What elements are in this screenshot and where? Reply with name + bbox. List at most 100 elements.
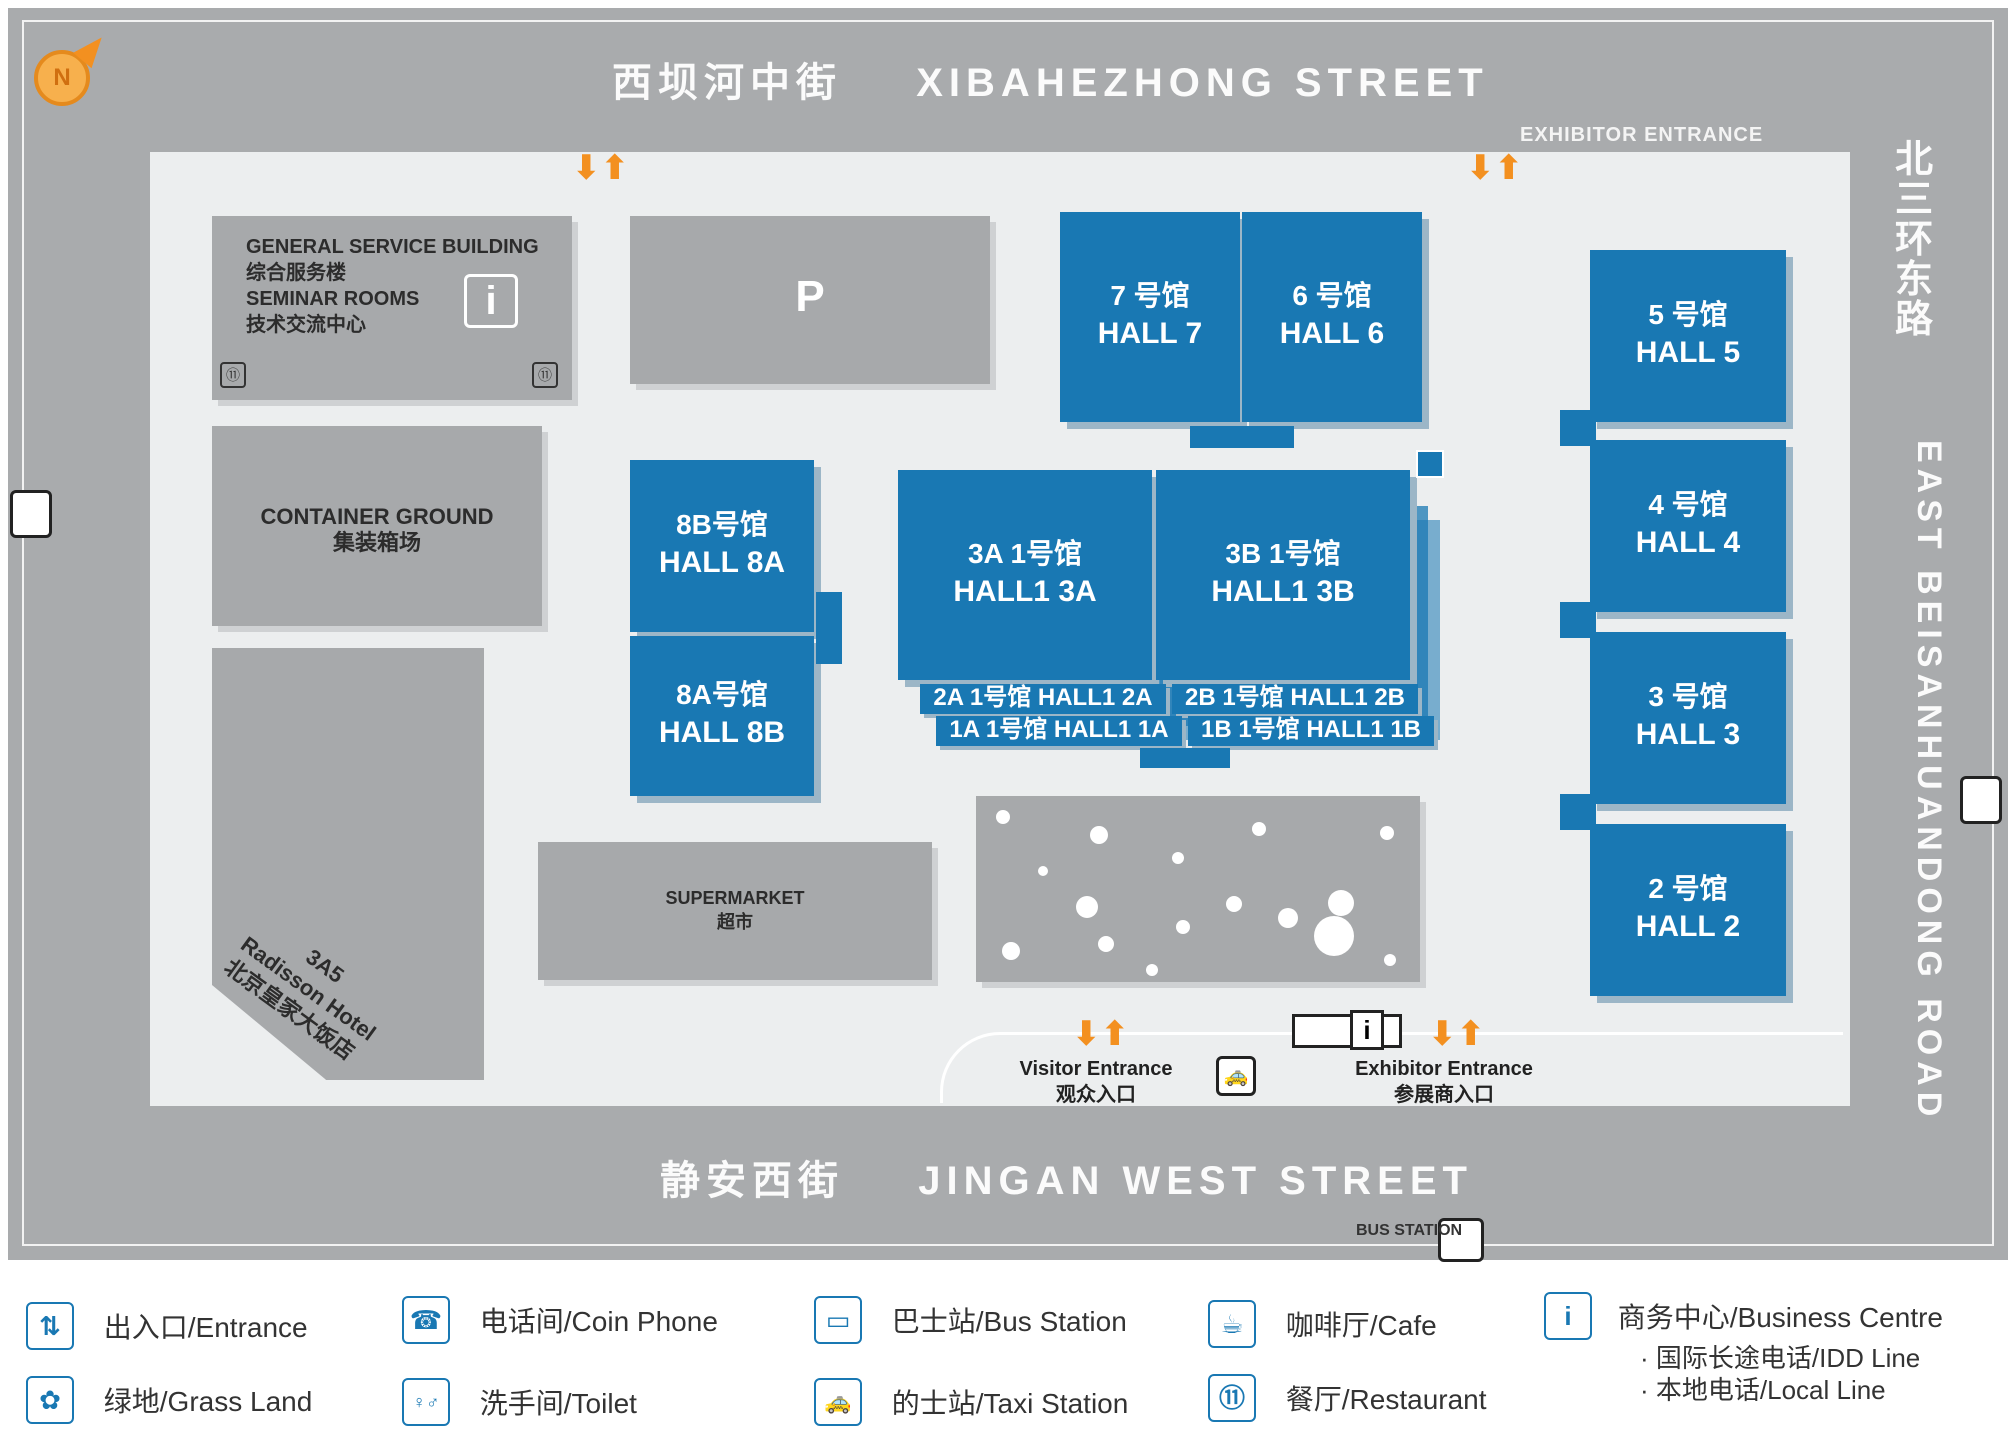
hall-8b-en: HALL 8B xyxy=(658,716,786,749)
hall-3: 3 号馆 HALL 3 xyxy=(1590,632,1786,804)
hall-5-en: HALL 5 xyxy=(1635,336,1741,369)
hall-8a-cn: 8B号馆 xyxy=(676,509,768,540)
legend-taxi-station-label: 的士站/Taxi Station xyxy=(891,1388,1129,1419)
legend-business-centre-label: 商务中心/Business Centre xyxy=(1617,1302,1943,1333)
container-cn: 集装箱场 xyxy=(332,530,421,555)
road-edge-line xyxy=(22,20,1994,1246)
bus-stop-south-icon xyxy=(1438,1218,1484,1262)
toilet-icon: ♀♂ xyxy=(402,1378,450,1426)
legend-idd-line: · 国际长途电话/IDD Line xyxy=(1640,1343,1921,1373)
container-ground: CONTAINER GROUND 集装箱场 xyxy=(212,426,542,626)
supermarket-en: SUPERMARKET xyxy=(665,888,805,908)
hall-8a: 8B号馆 HALL 8A xyxy=(630,460,814,632)
hall-1-marker-icon xyxy=(1416,450,1444,478)
hall-7-cn: 7 号馆 xyxy=(1110,280,1190,311)
north-east-entrance-label: EXHIBITOR ENTRANCE xyxy=(1520,124,1764,146)
hall-5-cn: 5 号馆 xyxy=(1648,299,1728,330)
hall-3-en: HALL 3 xyxy=(1635,718,1741,751)
hall-8a-en: HALL 8A xyxy=(658,546,786,579)
service-line-3: SEMINAR ROOMS xyxy=(246,288,420,310)
hall-5: 5 号馆 HALL 5 xyxy=(1590,250,1786,422)
business-centre-i-icon: i xyxy=(1350,1010,1384,1050)
cafe-icon: ☕ xyxy=(1208,1300,1256,1348)
compass-icon: N xyxy=(34,50,90,106)
supermarket: SUPERMARKET 超市 xyxy=(538,842,932,980)
exhibitor-entrance-en: Exhibitor Entrance xyxy=(1355,1058,1533,1080)
hall-4-door[interactable] xyxy=(1560,602,1596,638)
hall-6-cn: 6 号馆 xyxy=(1292,280,1372,311)
service-line-4: 技术交流中心 xyxy=(246,314,366,336)
legend-coin-phone: ☎ 电话间/Coin Phone xyxy=(402,1296,718,1344)
entrance-icon: ⇅ xyxy=(26,1302,74,1350)
street-east-en: EAST BEISANHUANDONG ROAD xyxy=(1910,440,1948,1123)
legend-toilet-label: 洗手间/Toilet xyxy=(479,1388,637,1419)
radisson-hotel: 3A5 Radisson Hotel 北京皇家大饭店 xyxy=(212,648,484,1080)
hall-2a: 2A 1号馆 HALL1 2A xyxy=(920,684,1166,714)
street-south-label: 静安西街 JINGAN WEST STREET xyxy=(660,1148,1473,1206)
hall-1b: 1B 1号馆 HALL1 1B xyxy=(1188,716,1434,746)
hall-4: 4 号馆 HALL 4 xyxy=(1590,440,1786,612)
legend-cafe: ☕ 咖啡厅/Cafe xyxy=(1208,1300,1437,1348)
taxi-stand-icon: 🚕 xyxy=(1216,1056,1256,1096)
street-north-cn: 西坝河中街 xyxy=(612,61,842,105)
street-south-en: JINGAN WEST STREET xyxy=(918,1159,1473,1203)
hall-3-door[interactable] xyxy=(1560,794,1596,830)
exhibitor-entrance-cn: 参展商入口 xyxy=(1394,1084,1494,1106)
hall-8-door[interactable] xyxy=(816,592,842,664)
hall-1-entrance[interactable] xyxy=(1140,748,1230,768)
container-en: CONTAINER GROUND xyxy=(260,504,494,529)
compass-letter: N xyxy=(53,64,71,91)
legend-grass-land: ✿ 绿地/Grass Land xyxy=(26,1376,312,1424)
restaurant-marker-icon-2: ⑪ xyxy=(532,362,558,388)
street-north-en: XIBAHEZHONG STREET xyxy=(916,61,1489,105)
hall-3-cn: 3 号馆 xyxy=(1648,681,1728,712)
hall-3b-cn: 3B 1号馆 xyxy=(1225,538,1341,569)
hall-7-en: HALL 7 xyxy=(1097,317,1203,350)
business-centre-icon: i xyxy=(1544,1292,1592,1340)
legend-toilet: ♀♂ 洗手间/Toilet xyxy=(402,1378,637,1426)
hall-2-cn: 2 号馆 xyxy=(1648,873,1728,904)
service-line-2: 综合服务楼 xyxy=(246,262,346,284)
hall-7: 7 号馆 HALL 7 xyxy=(1060,212,1240,422)
bus-stop-east-icon xyxy=(1960,776,2002,824)
info-icon: i xyxy=(464,274,518,328)
taxi-station-icon: 🚕 xyxy=(814,1378,862,1426)
grass-land-icon: ✿ xyxy=(26,1376,74,1424)
legend-restaurant-label: 餐厅/Restaurant xyxy=(1285,1384,1487,1415)
hall-2b: 2B 1号馆 HALL1 2B xyxy=(1172,684,1418,714)
coin-phone-icon: ☎ xyxy=(402,1296,450,1344)
hall-2-en: HALL 2 xyxy=(1635,910,1741,943)
visitor-entrance-arrow: ⬇⬆ xyxy=(1072,1015,1129,1053)
general-service-building: GENERAL SERVICE BUILDING 综合服务楼 SEMINAR R… xyxy=(212,216,572,400)
parking-label: P xyxy=(795,272,825,321)
hall-6-7-entrance[interactable] xyxy=(1190,426,1294,448)
entrance-arrow-north-1: ⬇⬆ xyxy=(572,149,629,187)
legend-coin-phone-label: 电话间/Coin Phone xyxy=(479,1306,718,1337)
bus-station-icon: ▭ xyxy=(814,1296,862,1344)
bus-station-south-label: BUS STATION xyxy=(1356,1222,1463,1239)
grass-land-area xyxy=(976,796,1420,982)
visitor-entrance-cn: 观众入口 xyxy=(1056,1084,1136,1106)
legend-restaurant: ⑪ 餐厅/Restaurant xyxy=(1208,1374,1487,1422)
entrance-arrow-north-2: ⬇⬆ xyxy=(1466,149,1523,187)
legend-bus-station: ▭ 巴士站/Bus Station xyxy=(814,1296,1127,1344)
street-south-cn: 静安西街 xyxy=(660,1159,844,1203)
hall-5-door[interactable] xyxy=(1560,410,1596,446)
restaurant-icon: ⑪ xyxy=(1208,1374,1256,1422)
visitor-entrance-label: Visitor Entrance 观众入口 xyxy=(1008,1056,1184,1108)
hall-2: 2 号馆 HALL 2 xyxy=(1590,824,1786,996)
restaurant-marker-icon: ⑪ xyxy=(220,362,246,388)
hall-4-cn: 4 号馆 xyxy=(1648,489,1728,520)
exhibitor-entrance-label: Exhibitor Entrance 参展商入口 xyxy=(1346,1056,1542,1108)
hall-3a-cn: 3A 1号馆 xyxy=(967,538,1083,569)
hall-6-en: HALL 6 xyxy=(1279,317,1385,350)
hall-6: 6 号馆 HALL 6 xyxy=(1242,212,1422,422)
street-east-cn: 北三环东路 xyxy=(1894,139,1933,341)
legend-local-line: · 本地电话/Local Line xyxy=(1640,1375,1886,1405)
legend-taxi-station: 🚕 的士站/Taxi Station xyxy=(814,1378,1128,1426)
legend-business-centre: i 商务中心/Business Centre xyxy=(1544,1292,1943,1340)
exhibitor-entrance-arrow: ⬇⬆ xyxy=(1428,1015,1485,1053)
hall-4-en: HALL 4 xyxy=(1635,526,1741,559)
